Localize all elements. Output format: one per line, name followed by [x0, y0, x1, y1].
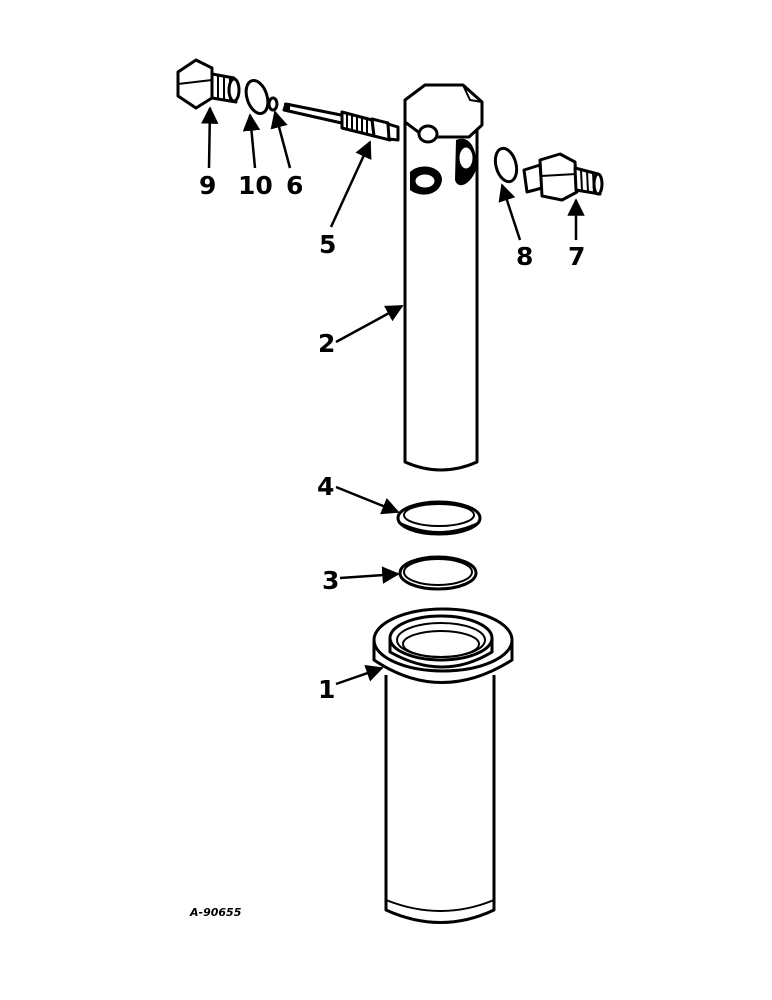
seal-ring-part-4 [396, 500, 482, 536]
callout-1: 1 [318, 675, 335, 704]
callout-5: 5 [319, 230, 336, 259]
callout-9: 9 [199, 171, 216, 200]
valve-stem-part-5 [282, 102, 400, 142]
fitting-part-7 [522, 152, 604, 202]
o-ring-part-3 [398, 555, 478, 591]
plug-part-9 [176, 58, 241, 110]
seal-ring-part-8 [493, 146, 519, 184]
callout-2: 2 [318, 329, 335, 358]
sleeve-part-1 [372, 607, 514, 924]
leader-arrows [200, 106, 585, 686]
o-ring-part-6 [267, 96, 279, 112]
seal-ring-part-10 [244, 79, 270, 115]
figure-reference: A-90655 [189, 906, 242, 919]
callout-7: 7 [568, 242, 585, 271]
valve-body-part-2 [403, 83, 484, 472]
callout-3: 3 [322, 566, 339, 595]
callout-8: 8 [516, 242, 533, 271]
callout-10: 10 [238, 171, 273, 200]
callout-6: 6 [286, 171, 303, 200]
callout-4: 4 [317, 472, 334, 501]
